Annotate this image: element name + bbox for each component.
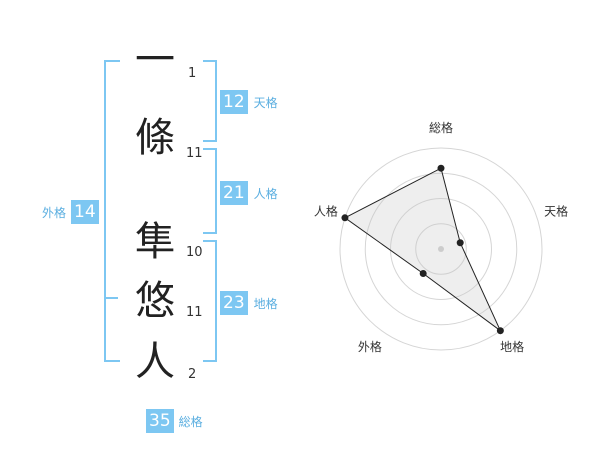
gaikaku-group: 外格 14	[42, 200, 99, 224]
gaikaku-label: 外格	[42, 205, 67, 220]
radar-axis-label-4: 外格	[358, 339, 382, 354]
stroke-count-2: 11	[186, 146, 203, 161]
tenkaku-bracket	[203, 60, 217, 142]
radar-point-5	[341, 214, 349, 222]
jinkaku-group: 21 人格	[220, 181, 278, 205]
radar-point-4	[419, 270, 427, 278]
chikaku-label: 地格	[253, 296, 278, 311]
name-char-5: 人	[135, 339, 175, 385]
name-char-4: 悠	[135, 278, 175, 324]
tenkaku-value: 12	[220, 90, 248, 114]
jinkaku-label: 人格	[253, 186, 278, 201]
soukaku-group: 35 総格	[146, 409, 203, 433]
name-char-2: 條	[135, 115, 175, 161]
radar-axis-label-3: 地格	[500, 339, 524, 354]
jinkaku-value: 21	[220, 181, 248, 205]
chikaku-value: 23	[220, 291, 248, 315]
gaikaku-bracket	[104, 60, 120, 362]
radar-ring	[364, 172, 518, 326]
radar-ring	[390, 198, 492, 300]
name-char-1: 一	[135, 37, 175, 83]
radar-point-1	[437, 164, 445, 172]
radar-point-2	[456, 239, 464, 247]
jinkaku-bracket	[203, 148, 217, 234]
radar-center-dot	[438, 246, 444, 252]
gaikaku-bracket-divider	[104, 297, 118, 299]
tenkaku-label: 天格	[253, 95, 278, 110]
soukaku-label: 総格	[178, 414, 203, 429]
gaikaku-value: 14	[71, 200, 99, 224]
tenkaku-group: 12 天格	[220, 90, 278, 114]
stroke-count-3: 10	[186, 245, 203, 260]
radar-axis-label-1: 総格	[429, 120, 453, 135]
chikaku-bracket	[203, 240, 217, 362]
radar-ring	[415, 223, 467, 275]
radar-ring	[339, 147, 543, 351]
name-char-3: 隼	[135, 219, 175, 265]
radar-polygon	[343, 167, 501, 332]
stroke-count-5: 2	[188, 367, 197, 382]
radar-axis-label-5: 人格	[314, 204, 338, 219]
stroke-count-1: 1	[188, 66, 197, 81]
stroke-count-4: 11	[186, 305, 203, 320]
radar-axis-label-2: 天格	[544, 204, 568, 219]
soukaku-value: 35	[146, 409, 174, 433]
radar-point-3	[496, 327, 504, 335]
chikaku-group: 23 地格	[220, 291, 278, 315]
